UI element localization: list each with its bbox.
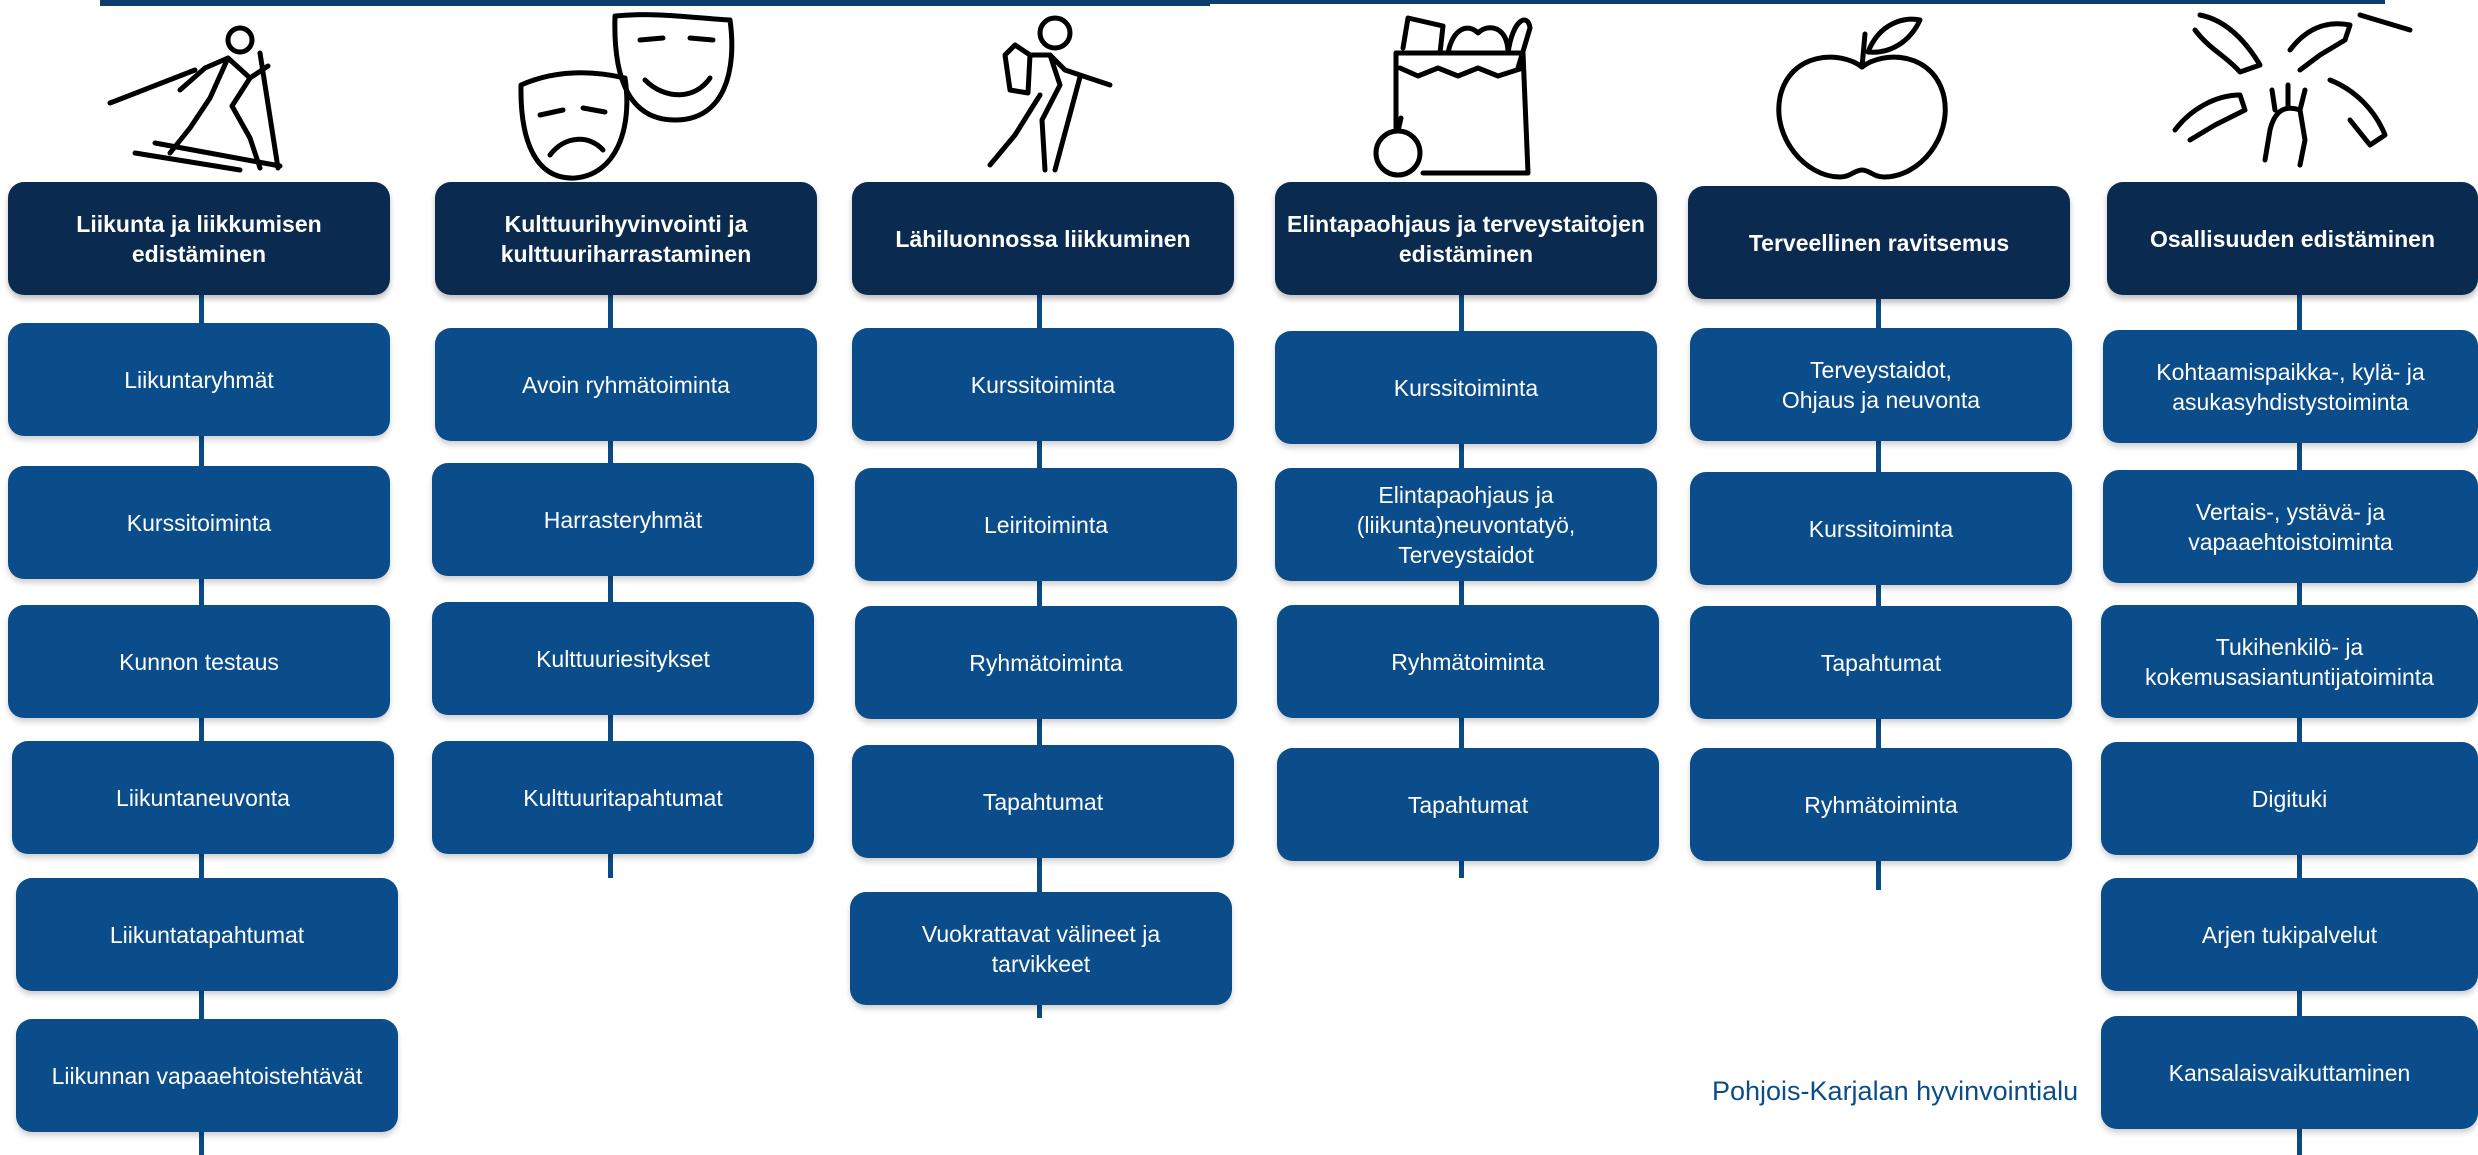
activity-box: Tapahtumat bbox=[1277, 748, 1659, 861]
connector-line bbox=[199, 295, 204, 1155]
activity-box: Terveystaidot, Ohjaus ja neuvonta bbox=[1690, 328, 2072, 441]
column-header-lahiluonto: Lähiluonnossa liikkuminen bbox=[852, 182, 1234, 295]
column-header-osallisuus: Osallisuuden edistäminen bbox=[2107, 182, 2478, 295]
activity-box: Liikunnan vapaaehtoistehtävät bbox=[16, 1019, 398, 1132]
activity-box: Liikuntatapahtumat bbox=[16, 878, 398, 991]
activity-box: Leiritoiminta bbox=[855, 468, 1237, 581]
skier-icon bbox=[100, 18, 300, 173]
activity-box: Kunnon testaus bbox=[8, 605, 390, 718]
footer-organization: Pohjois-Karjalan hyvinvointialu bbox=[1712, 1076, 2079, 1106]
activity-box: Arjen tukipalvelut bbox=[2101, 878, 2478, 991]
connector-line bbox=[2297, 295, 2302, 1155]
column-header-ravitsemus: Terveellinen ravitsemus bbox=[1688, 186, 2070, 299]
activity-box: Kurssitoiminta bbox=[1275, 331, 1657, 444]
activity-box: Liikuntaneuvonta bbox=[12, 741, 394, 854]
activity-box: Tapahtumat bbox=[852, 745, 1234, 858]
activity-box: Tukihenkilö- ja kokemusasiantuntijatoimi… bbox=[2101, 605, 2478, 718]
column-header-elintapaohjaus: Elintapaohjaus ja terveystaitojen edistä… bbox=[1275, 182, 1657, 295]
connector-line bbox=[1876, 295, 1881, 890]
activity-box: Liikuntaryhmät bbox=[8, 323, 390, 436]
column-header-kulttuuri: Kulttuurihyvinvointi ja kulttuuriharrast… bbox=[435, 182, 817, 295]
activity-box: Digituki bbox=[2101, 742, 2478, 855]
activity-box: Kurssitoiminta bbox=[1690, 472, 2072, 585]
hiker-icon bbox=[960, 15, 1120, 175]
theatre-masks-icon bbox=[515, 10, 740, 181]
connector-line bbox=[1459, 290, 1464, 878]
activity-box: Harrasteryhmät bbox=[432, 463, 814, 576]
activity-box: Kohtaamispaikka-, kylä- ja asukasyhdisty… bbox=[2103, 330, 2478, 443]
activity-box: Kurssitoiminta bbox=[8, 466, 390, 579]
activity-box: Vertais-, ystävä- ja vapaaehtoistoiminta bbox=[2103, 470, 2478, 583]
activity-box: Vuokrattavat välineet ja tarvikkeet bbox=[850, 892, 1232, 1005]
activity-box: Ryhmätoiminta bbox=[1690, 748, 2072, 861]
connector-line bbox=[608, 290, 613, 878]
activity-box: Elintapaohjaus ja (liikunta)neuvontatyö,… bbox=[1275, 468, 1657, 581]
activity-box: Avoin ryhmätoiminta bbox=[435, 328, 817, 441]
activity-box: Kulttuuriesitykset bbox=[432, 602, 814, 715]
activity-box: Kansalaisvaikuttaminen bbox=[2101, 1016, 2478, 1129]
activity-box: Kulttuuritapahtumat bbox=[432, 741, 814, 854]
activity-box: Tapahtumat bbox=[1690, 606, 2072, 719]
activity-box: Kurssitoiminta bbox=[852, 328, 1234, 441]
helping-hands-icon bbox=[2170, 10, 2415, 170]
activity-box: Ryhmätoiminta bbox=[1277, 605, 1659, 718]
top-bar-left bbox=[100, 0, 1210, 6]
column-header-liikunta: Liikunta ja liikkumisen edistäminen bbox=[8, 182, 390, 295]
top-bar-right bbox=[1210, 0, 2385, 4]
grocery-bag-icon bbox=[1368, 8, 1543, 178]
activity-box: Ryhmätoiminta bbox=[855, 606, 1237, 719]
apple-icon bbox=[1770, 12, 1955, 182]
